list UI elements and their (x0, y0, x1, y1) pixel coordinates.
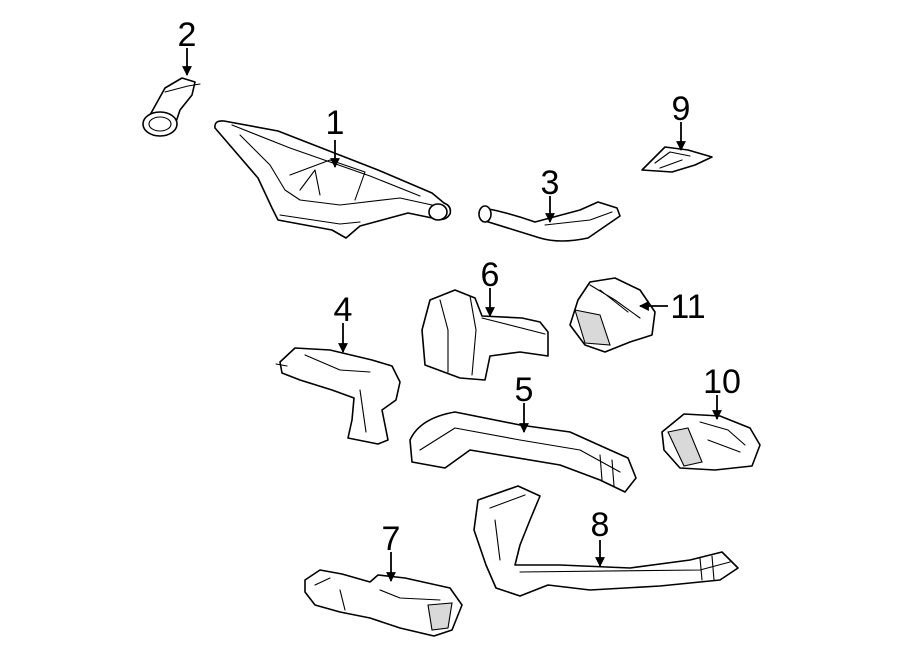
callout-5: 5 (515, 371, 534, 409)
callout-labels: 1 2 3 4 5 6 7 8 9 10 11 (178, 16, 741, 558)
callout-10: 10 (703, 363, 741, 401)
part-4-duct (275, 347, 401, 445)
part-5-duct (409, 411, 637, 493)
part-6-duct (421, 289, 549, 381)
callout-7: 7 (382, 520, 401, 558)
part-10-register (661, 413, 761, 471)
callout-9: 9 (672, 90, 691, 128)
callout-1: 1 (326, 104, 345, 142)
part-1-duct (214, 120, 452, 239)
part-11-register (569, 277, 656, 353)
callout-4: 4 (334, 291, 353, 329)
part-7-duct (304, 569, 463, 637)
callout-8: 8 (591, 506, 610, 544)
callout-3: 3 (541, 164, 560, 202)
part-9-vent (641, 146, 713, 173)
part-2-elbow (142, 77, 201, 137)
leader-lines (182, 48, 722, 582)
part-8-duct (473, 485, 739, 597)
callout-6: 6 (481, 256, 500, 294)
callout-11: 11 (670, 288, 705, 326)
callout-2: 2 (178, 16, 197, 54)
